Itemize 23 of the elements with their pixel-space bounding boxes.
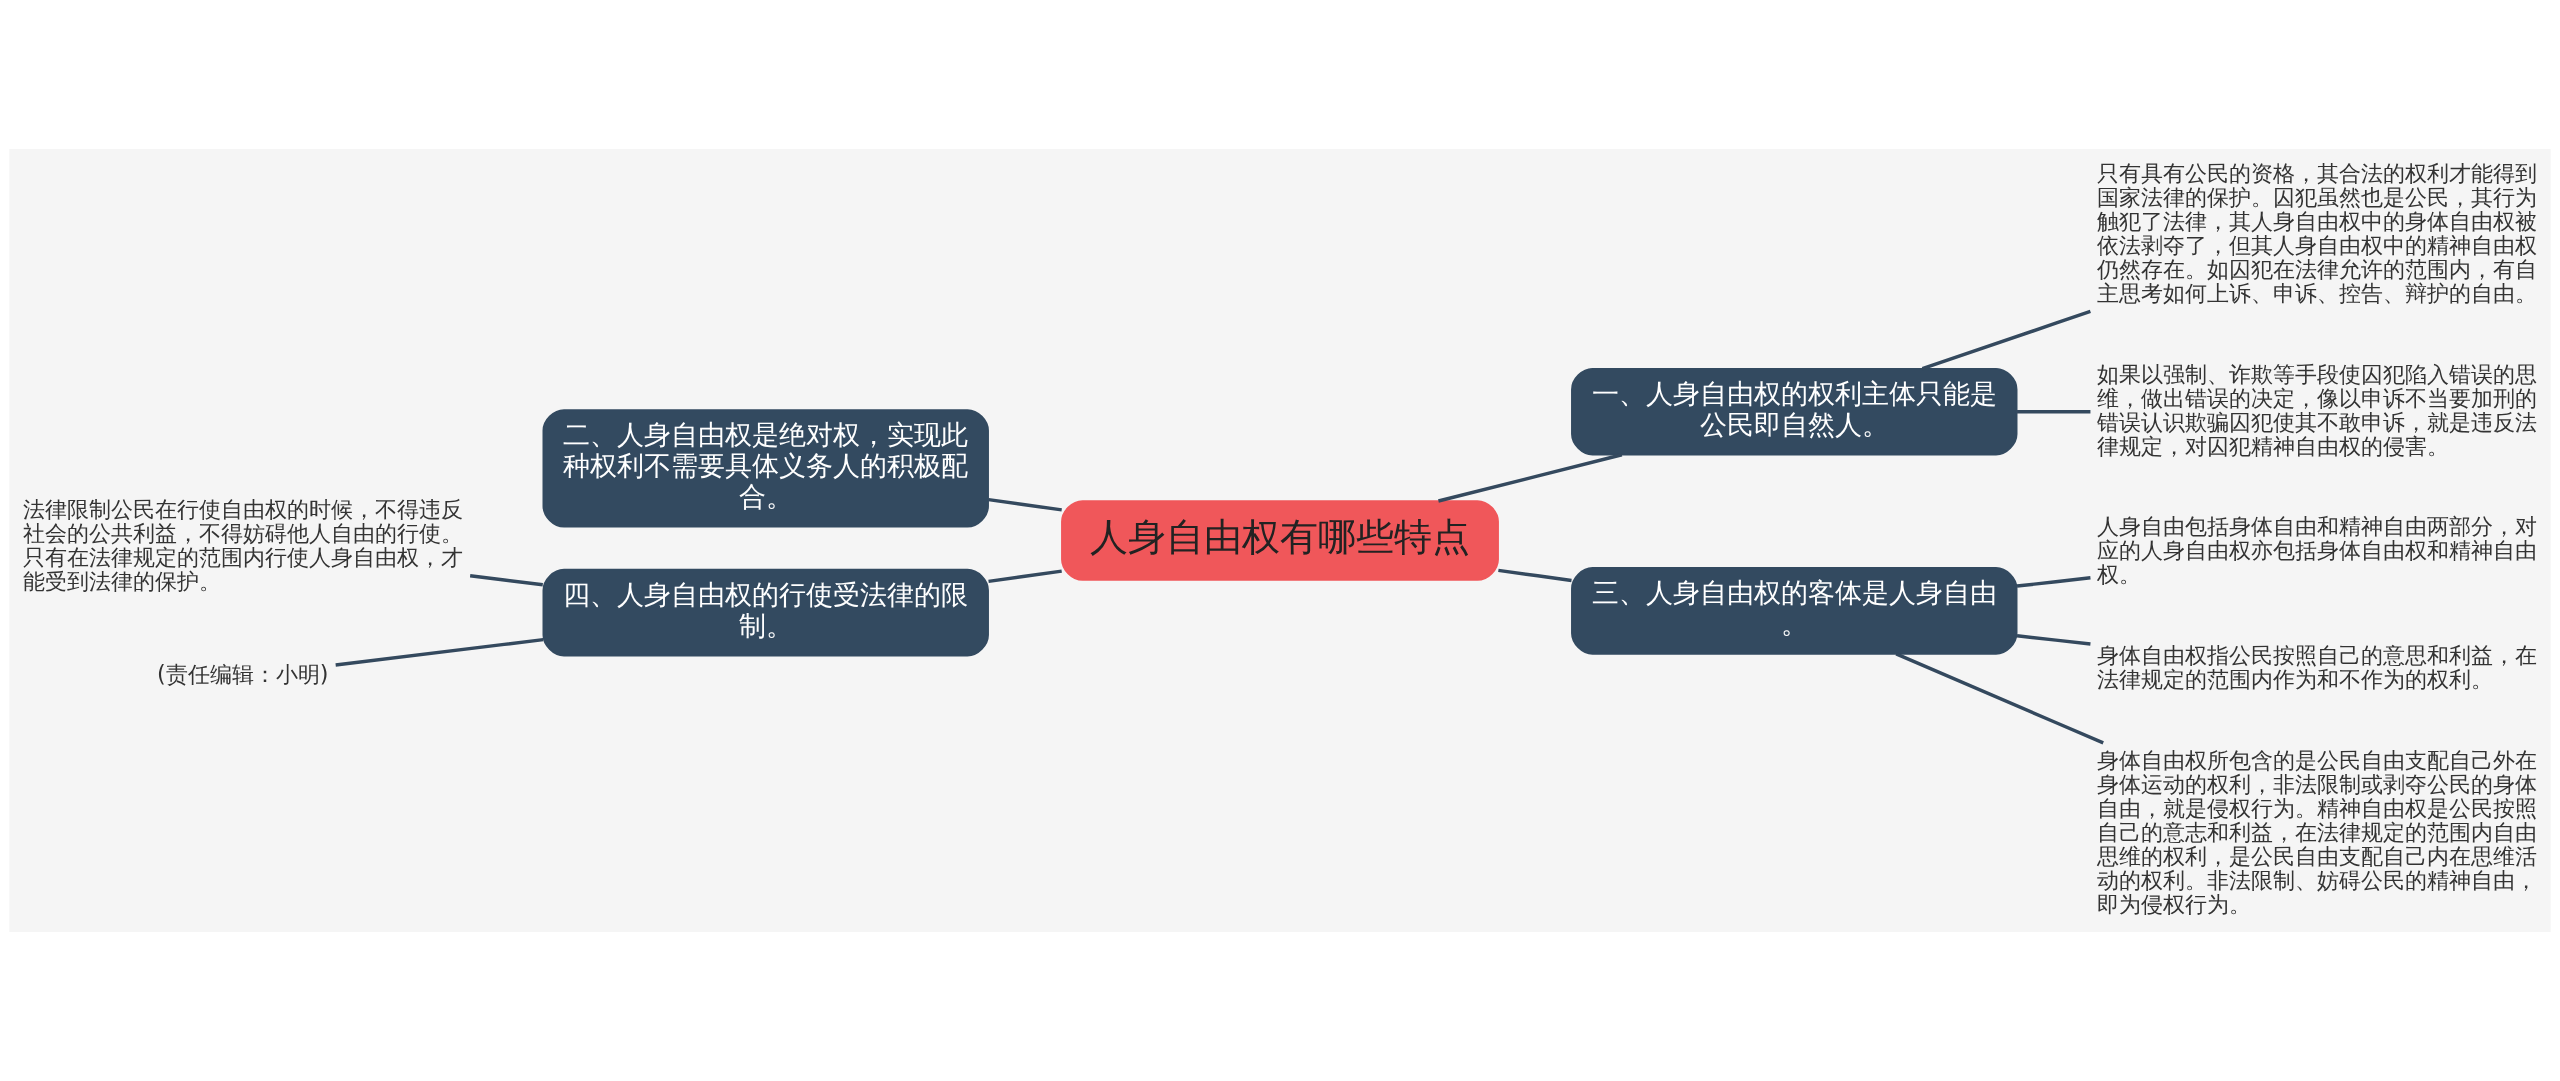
node-text: 身体自由权指公民按照自己的意思和利益，在法律规定的范围内作为和不作为的权利。: [2097, 642, 2538, 693]
connector: [1438, 453, 1623, 503]
node-box: 四、人身自由权的行使受法律的限制。: [542, 568, 989, 657]
connector: [335, 637, 544, 667]
node-text: 只有具有公民的资格，其合法的权利才能得到国家法律的保护。囚犯虽然也是公民，其行为触犯了法律，其人身自由权中的身体自由权被依法剥夺了，但其人身自由权中的精神自由权仍然存在。如囚犯在法律允许的范围内，有自主思考如何上诉、申诉、控告、辩护的自由。: [2097, 159, 2538, 306]
connector: [2016, 634, 2091, 646]
connector: [988, 497, 1062, 512]
connector: [469, 574, 543, 587]
node-box: 一、人身自由权的权利主体只能是公民即自然人。: [1571, 367, 2018, 456]
node-box: 人身自由权有哪些特点: [1061, 500, 1499, 581]
node-text: 身体自由权所包含的是公民自由支配自己外在身体运动的权利，非法限制或剥夺公民的身体自由，就是侵权行为。精神自由权是公民按照自己的意志和利益，在法律规定的范围内自由思维的权利，是公民自由支配自己内在思维活动的权利。非法限制、妨碍公民的精神自由，即为侵权行为。: [2097, 746, 2538, 918]
connector: [1498, 568, 1572, 583]
connector: [1895, 652, 2104, 745]
node-text: 人身自由包括身体自由和精神自由两部分，对应的人身自由权亦包括身体自由权和精神自由权。: [2097, 513, 2538, 588]
connector: [2016, 576, 2091, 588]
node-text: 法律限制公民在行使自由权的时候，不得违反社会的公共利益，不得妨碍他人自由的行使。只有在法律规定的范围内行使人身自由权，才能受到法律的保护。: [23, 496, 464, 595]
connector: [2017, 410, 2091, 414]
node-box: 二、人身自由权是绝对权，实现此种权利不需要具体义务人的积极配合。: [542, 409, 989, 528]
node-text: (责任编辑：小明): [157, 660, 329, 687]
connector: [1921, 309, 2091, 371]
node-box: 三、人身自由权的客体是人身自由。: [1571, 567, 2018, 655]
connector: [988, 569, 1062, 584]
node-text: 如果以强制、诈欺等手段使囚犯陷入错误的思维，做出错误的决定，像以申诉不当要加刑的错误认识欺骗囚犯使其不敢申诉，就是违反法律规定，对囚犯精神自由权的侵害。: [2097, 360, 2538, 459]
